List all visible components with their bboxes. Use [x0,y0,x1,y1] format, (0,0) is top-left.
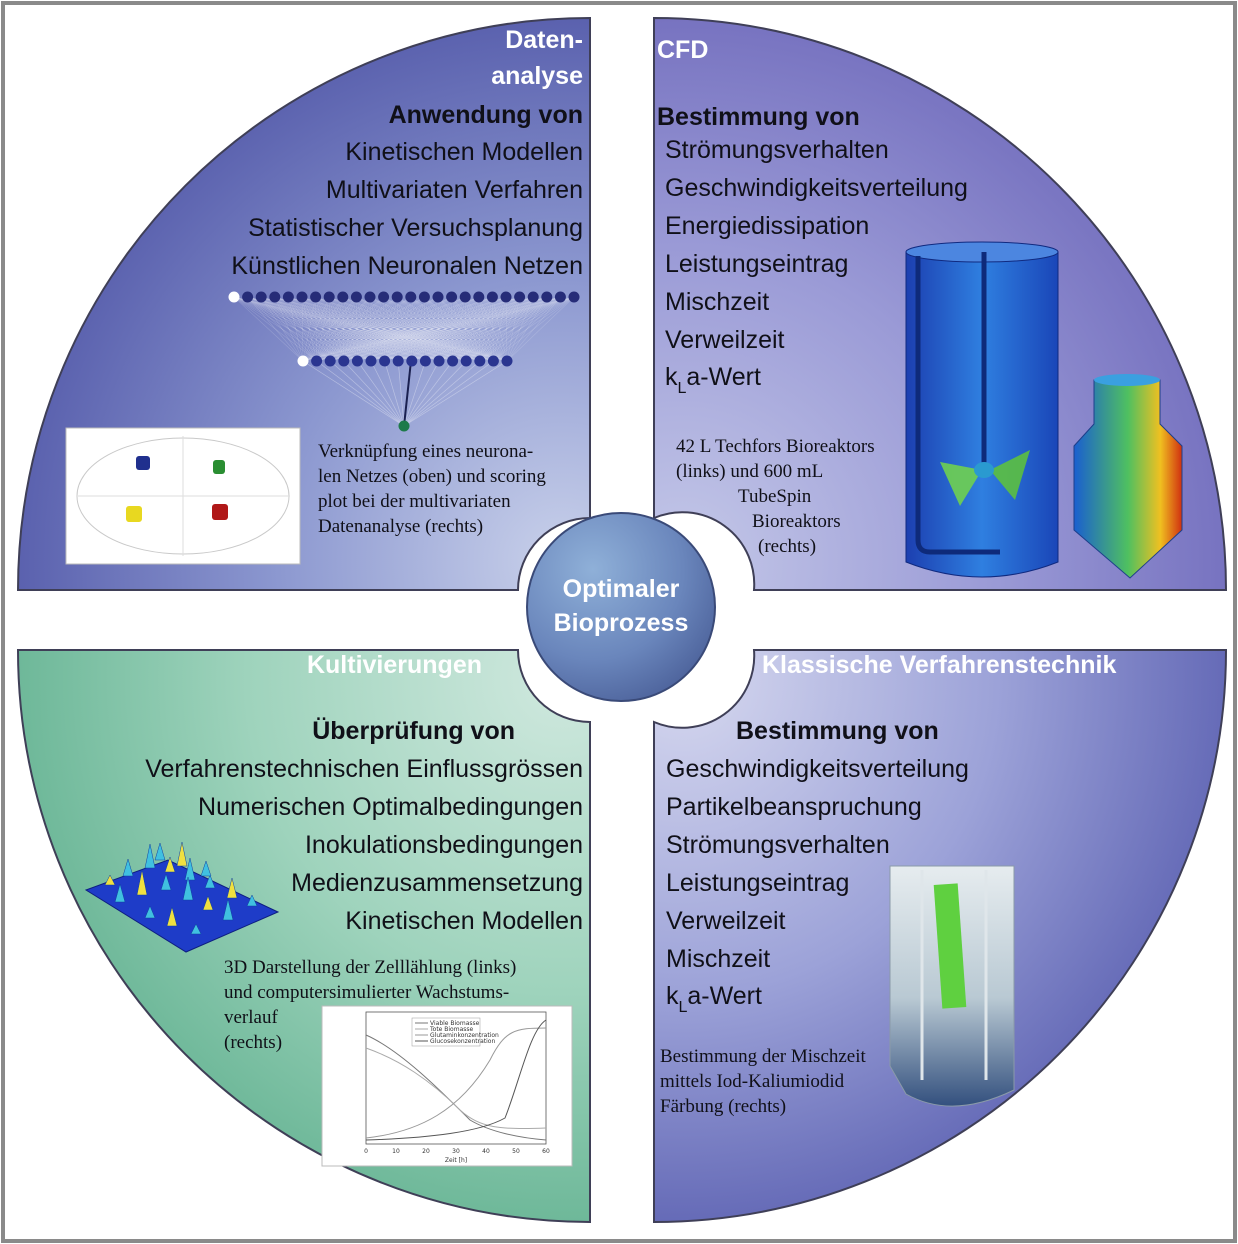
q1-caption: len Netzes (oben) und scoring [318,466,546,487]
plot-x-tick: 50 [512,1148,520,1155]
q3-caption: (rechts) [224,1032,282,1053]
scoring-plot-image [65,427,301,565]
q1-caption: plot bei der multivariaten [318,491,511,512]
plot-legend-entry: Viable Biomasse [430,1020,480,1027]
growth-simulation-plot: Viable Biomasse Tote Biomasse Glutaminko… [321,1005,573,1167]
q2-item: Energiedissipation [665,212,869,240]
q4-subtitle: Bestimmung von [736,717,939,745]
plot-x-tick: 60 [542,1148,550,1155]
kla-sub: L [678,380,687,397]
center-circle [526,512,716,702]
q3-item: Medienzusammensetzung [291,869,583,897]
q4-item: Strömungsverhalten [666,831,890,859]
q4-item: Partikelbeanspruchung [666,793,922,821]
q2-caption: Bioreaktors [752,511,841,532]
center-title-line1: Optimaler [563,575,680,603]
plot-x-tick: 40 [482,1148,490,1155]
plot-legend-entry: Glutaminkonzentration [430,1032,499,1039]
q2-item: Geschwindigkeitsverteilung [665,174,968,202]
kla-sub: L [679,999,688,1016]
q2-header: CFD [657,36,708,64]
q2-item: Strömungsverhalten [665,136,889,164]
q1-item: Statistischer Versuchsplanung [248,214,583,242]
q3-caption: und computersimulierter Wachstums- [224,982,509,1003]
q1-caption: Datenanalyse (rechts) [318,516,483,537]
q4-caption: mittels Iod-Kaliumiodid [660,1071,845,1092]
q2-subtitle: Bestimmung von [657,103,860,131]
q1-header-line1: Daten- [505,26,583,54]
q3-caption: verlauf [224,1007,278,1028]
plot-x-tick: 10 [392,1148,400,1155]
q2-item: Leistungseintrag [665,250,848,278]
surface-peaks [104,841,258,935]
techfors-bioreactor-render [905,241,1059,578]
q3-item: Inokulationsbedingungen [305,831,583,859]
cell-count-3d-surface [84,841,280,953]
q4-item: Geschwindigkeitsverteilung [666,755,969,783]
neural-network-graphic [228,291,580,432]
q1-subtitle: Anwendung von [389,101,583,129]
q4-header: Klassische Verfahrenstechnik [762,651,1116,679]
q1-caption: Verknüpfung eines neurona- [318,441,533,462]
q4-item: Mischzeit [666,945,770,973]
q3-subtitle: Überprüfung von [312,716,515,745]
q4-kla-value: kLa-Wert [666,982,762,1016]
kla-rest: a-Wert [686,363,761,391]
tubespin-bioreactor-render [1073,374,1183,579]
q1-item: Kinetischen Modellen [345,138,583,166]
q1-item: Multivariaten Verfahren [326,176,583,204]
q4-caption: Färbung (rechts) [660,1096,786,1117]
plot-x-tick: 0 [364,1148,368,1155]
q2-caption: (rechts) [758,536,816,557]
q2-caption: 42 L Techfors Bioreaktors [676,436,875,457]
q2-kla-value: kLa-Wert [665,363,761,397]
q1-item: Künstlichen Neuronalen Netzen [231,252,583,280]
q2-item: Verweilzeit [665,326,785,354]
plot-x-tick: 30 [452,1148,460,1155]
q3-caption: 3D Darstellung der Zelllählung (links) [224,957,516,978]
q3-item: Kinetischen Modellen [345,907,583,935]
q3-item: Verfahrenstechnischen Einflussgrössen [145,755,583,783]
q3-header: Kultivierungen [307,651,482,679]
plot-legend-entry: Glucosekonzentration [430,1038,495,1045]
mixing-time-bottle-photo [889,865,1015,1107]
center-title-line2: Bioprozess [554,609,689,637]
q4-caption: Bestimmung der Mischzeit [660,1046,867,1067]
q4-item: Verweilzeit [666,907,786,935]
kla-rest: a-Wert [687,982,762,1010]
plot-x-label: Zeit [h] [445,1157,467,1164]
q4-item: Leistungseintrag [666,869,849,897]
q1-header-line2: analyse [491,62,583,90]
kla-k: k [665,363,678,391]
q2-caption: TubeSpin [738,486,812,507]
q3-item: Numerischen Optimalbedingungen [198,793,583,821]
q2-caption: (links) und 600 mL [676,461,823,482]
plot-legend-entry: Tote Biomasse [429,1026,473,1033]
kla-k: k [666,982,679,1010]
q2-item: Mischzeit [665,288,769,316]
plot-x-tick: 20 [422,1148,430,1155]
